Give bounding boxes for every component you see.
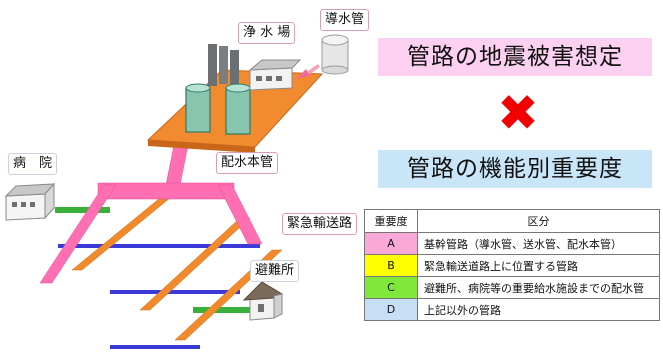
plant-building <box>248 59 302 91</box>
category-cell: 緊急輸送道路上に位置する管路 <box>417 254 660 277</box>
plant-platform-edge <box>148 140 255 153</box>
importance-title: 管路の機能別重要度 <box>378 150 652 188</box>
table-row: D 上記以外の管路 <box>364 298 660 321</box>
table-header-importance: 重要度 <box>364 209 418 233</box>
shelter-label: 避難所 <box>250 260 300 282</box>
importance-code-cell: D <box>364 298 418 321</box>
importance-code-cell: A <box>364 232 418 255</box>
conduit-label: 導水管 <box>320 9 370 31</box>
shelter-house <box>242 281 284 321</box>
water-plant-label: 浄 水 場 <box>238 22 296 44</box>
conduit-arrow <box>296 64 320 79</box>
table-header-row: 重要度 区分 <box>364 209 660 233</box>
category-cell: 基幹管路（導水管、送水管、配水本管） <box>417 232 660 255</box>
table-row: C 避難所、病院等の重要給水施設までの配水管 <box>364 276 660 299</box>
importance-code-cell: B <box>364 254 418 277</box>
table-header-category: 区分 <box>417 209 660 233</box>
hospital-label: 病 院 <box>8 153 58 175</box>
cross-icon: ✖ <box>497 84 539 142</box>
category-cell: 避難所、病院等の重要給水施設までの配水管 <box>417 276 660 299</box>
hospital-building <box>4 182 56 221</box>
emergency-route-label: 緊急輸送路 <box>282 213 358 235</box>
table-row: B 緊急輸送道路上に位置する管路 <box>364 254 660 277</box>
filtration-tanks <box>185 44 251 135</box>
importance-table: 重要度 区分 A 基幹管路（導水管、送水管、配水本管） B 緊急輸送道路上に位置… <box>364 209 660 321</box>
main-distribution-label: 配水本管 <box>216 152 279 174</box>
table-row: A 基幹管路（導水管、送水管、配水本管） <box>364 232 660 255</box>
damage-title: 管路の地震被害想定 <box>378 38 652 76</box>
conduit-tank <box>321 34 349 75</box>
importance-code-cell: C <box>364 276 418 299</box>
category-cell: 上記以外の管路 <box>417 298 660 321</box>
